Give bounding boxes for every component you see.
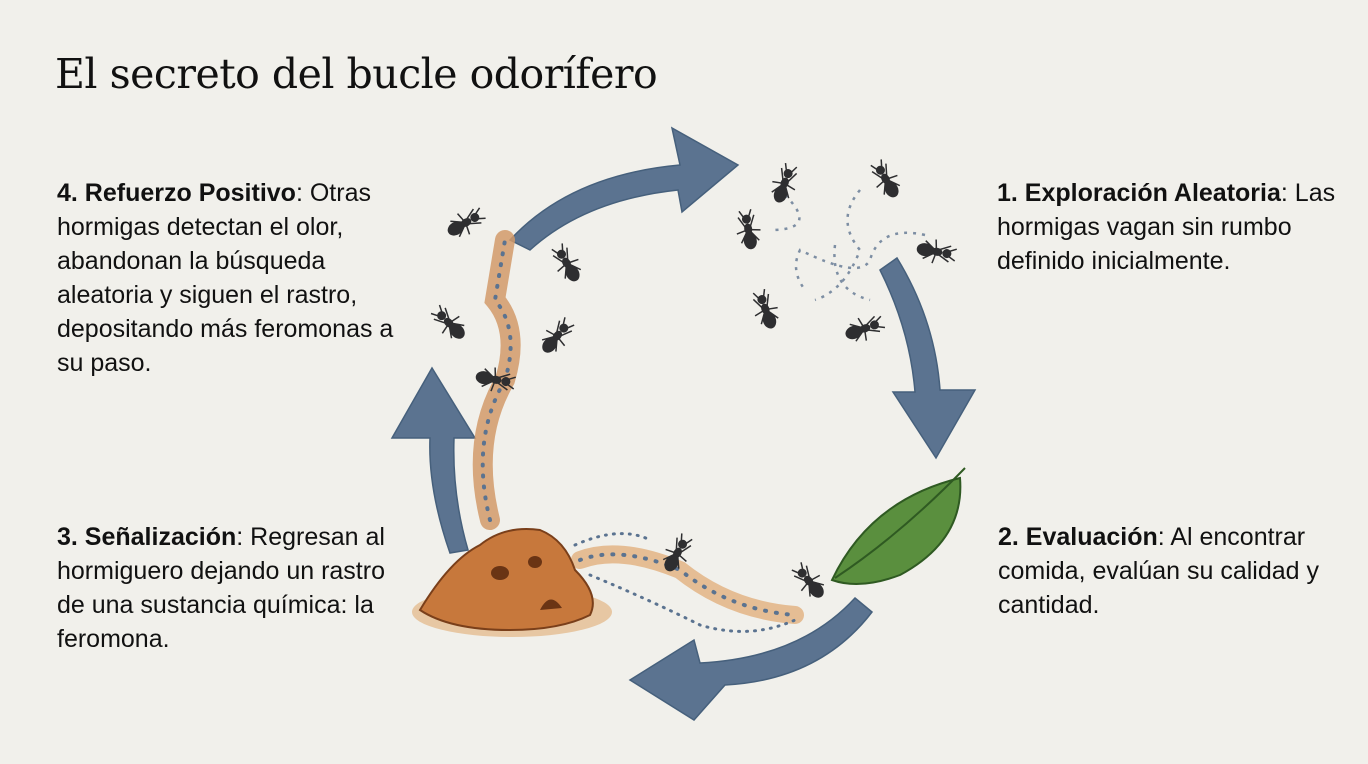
leaf-icon <box>830 467 966 585</box>
step-text: Las hormigas vagan sin rumbo definido in… <box>997 179 1336 275</box>
ant-icon <box>736 209 761 250</box>
pheromone-trail-vertical <box>472 230 521 530</box>
anthill-icon <box>412 528 612 637</box>
step-2-evaluation: 2. Evaluación: Al encontrar comida, eval… <box>998 523 1320 619</box>
ant-icon <box>475 367 516 392</box>
step-text: Otras hormigas detectan el olor, abandon… <box>57 179 394 377</box>
ant-icon <box>447 207 486 238</box>
ant-icon <box>916 239 957 264</box>
step-3-signaling: 3. Señalización: Regresan al hormiguero … <box>57 523 385 653</box>
cycle-arrow-top <box>508 126 740 251</box>
ant-icon <box>752 288 779 329</box>
ant-icon <box>551 243 582 282</box>
ant-icon <box>662 533 693 572</box>
step-text: Al encontrar comida, evalúan su calidad … <box>998 523 1320 619</box>
ant-icon <box>771 162 798 203</box>
cycle-arrow-bottom <box>628 596 874 721</box>
step-heading: 1. Exploración Aleatoria <box>997 179 1281 207</box>
ant-icon <box>791 562 825 598</box>
pheromone-trail-bottom <box>571 545 804 624</box>
step-heading: 2. Evaluación <box>998 523 1158 551</box>
step-text: Regresan al hormiguero dejando un rastro… <box>57 523 385 653</box>
ant-icon <box>430 304 465 339</box>
page-title: El secreto del bucle odorífero <box>55 50 658 98</box>
cycle-arrow-right <box>879 256 977 460</box>
ant-icon <box>845 315 886 342</box>
ant-icon <box>541 317 575 353</box>
cycle-arrow-left <box>390 366 477 554</box>
ant-icon <box>870 159 901 198</box>
step-heading: 4. Refuerzo Positivo <box>57 179 296 207</box>
step-heading: 3. Señalización <box>57 523 237 551</box>
step-1-random-exploration: 1. Exploración Aleatoria: Las hormigas v… <box>997 179 1336 275</box>
step-4-positive-reinforcement: 4. Refuerzo Positivo: Otras hormigas det… <box>57 179 394 377</box>
